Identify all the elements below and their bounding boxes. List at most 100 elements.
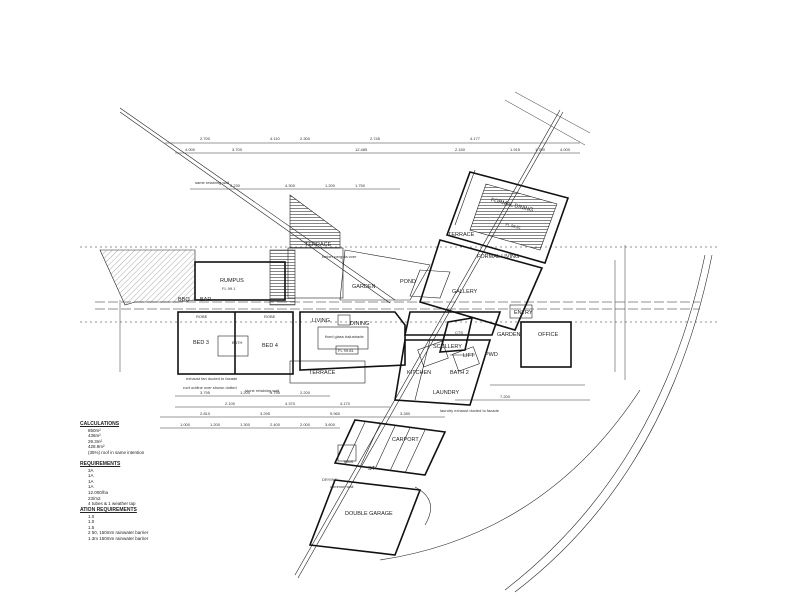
garage — [308, 444, 431, 556]
req-line: 1A — [88, 484, 94, 490]
site-line: 1.0 — [88, 513, 95, 519]
dim-low3-3: 3.280 — [400, 411, 411, 416]
dim-mid-3: 1.750 — [355, 183, 366, 188]
dim-top1-1: 4.110 — [270, 136, 280, 141]
room-bed3: BED 3 — [193, 340, 209, 346]
dimension-lines — [119, 91, 626, 429]
room-lift: LIFT — [463, 353, 475, 359]
rock-garden — [269, 249, 296, 306]
room-formal-living: FORMAL LIVING — [477, 254, 519, 260]
dim-low1-0: 3.795 — [200, 390, 211, 395]
req-line: 4 tubes & 1 weather tap — [88, 501, 136, 507]
west-wing — [177, 247, 366, 384]
dim-low4-1: 1.200 — [210, 422, 221, 427]
note-exhaust-fan: exhaust fan ducted to facade — [186, 376, 238, 381]
dim-low4-2: 1.300 — [240, 422, 251, 427]
dim-mid-1: 4.300 — [285, 183, 296, 188]
room-garden: GARDEN — [352, 284, 376, 290]
level-formal-dining: FL 99.81 — [505, 222, 522, 231]
site-requirements-heading: ATION REQUIREMENTS — [80, 507, 137, 513]
entry-office — [404, 304, 572, 368]
dim-top2-2: 12.485 — [355, 147, 368, 152]
room-robe-b: ROBE — [264, 314, 276, 319]
site-requirements-block: ATION REQUIREMENTS 1.0 1.0 1.5 2 50, 150… — [80, 507, 149, 542]
calc-line: (35%) roof in same intention — [88, 449, 145, 455]
dim-top1-4: 4.177 — [470, 136, 481, 141]
dim-low3-1: 3.295 — [260, 411, 271, 416]
dim-top2-3: 2.150 — [455, 147, 466, 152]
note-laundry-exhaust: laundry exhaust ducted to facade — [440, 408, 500, 413]
note-same-retaining-wall: same retaining wall — [195, 180, 229, 185]
dim-low2-1: 4.370 — [285, 401, 296, 406]
room-kitchen: KITCHEN — [407, 370, 431, 376]
site-line: 1.5 — [88, 524, 95, 530]
calc-line: 428.9m² — [88, 444, 105, 450]
req-line: 23/m2 — [88, 495, 101, 501]
dim-mid-2: 1.200 — [325, 183, 336, 188]
req-line: 3A — [88, 467, 94, 473]
dim-top1-2: 2.300 — [300, 136, 311, 141]
dim-low4-4: 2.000 — [300, 422, 311, 427]
site-line: 1.3m 150mm rainwater barrier — [88, 535, 149, 541]
room-double-garage: DOUBLE GARAGE — [345, 511, 393, 517]
service-block — [394, 317, 492, 406]
room-bbq: BBQ — [178, 297, 190, 303]
stone-retaining-wall — [289, 194, 341, 249]
room-pwd: PWD — [485, 352, 498, 358]
carport — [333, 419, 447, 476]
room-terrace-formal: TERRACE — [448, 232, 475, 238]
room-laundry: LAUNDRY — [433, 390, 460, 396]
room-pond: POND — [400, 279, 416, 285]
requirements-heading: REQUIREMENTS — [80, 461, 121, 467]
room-drying: DRYING — [322, 477, 337, 482]
dim-low1-2: 3.795 — [270, 390, 281, 395]
dim-top1-0: 2.700 — [200, 136, 211, 141]
room-bar: BAR — [200, 297, 211, 303]
dim-low4-3: 2.400 — [270, 422, 281, 427]
slope-hatch — [99, 249, 196, 306]
dim-mid-0: 3.230 — [230, 183, 241, 188]
room-labels: RUMPUS FL 99.1 TERRACE GARDEN POND LIVIN… — [178, 197, 558, 517]
req-line: 12.000/ha — [88, 489, 109, 495]
note-stone-retaining-wall: stone retaining wall — [245, 388, 279, 393]
note-garage-pos: common wall — [330, 484, 353, 489]
note-balcony: fixed glass balustrade — [325, 334, 364, 339]
dim-top2-6: 4.000 — [560, 147, 571, 152]
dim-low1-4: 7.200 — [500, 394, 511, 399]
dim-low2-2: 4.170 — [340, 401, 351, 406]
requirements-block: REQUIREMENTS 3A 1A 1A 1A 12.000/ha 23/m2… — [80, 461, 136, 507]
note-pergola: timber pergola over — [322, 254, 357, 259]
dim-low3-0: 2.810 — [200, 411, 211, 416]
formal-wing — [418, 169, 570, 331]
site-boundary — [119, 107, 713, 593]
dim-low1-1: 1.200 — [240, 390, 251, 395]
dim-low2-0: 2.100 — [225, 401, 236, 406]
living-block — [299, 311, 406, 371]
req-line: 1A — [88, 473, 94, 479]
calc-line: 850m² — [88, 427, 101, 433]
note-roof-outline: roof outline over shown dotted — [183, 385, 237, 390]
room-st: ST — [368, 466, 376, 472]
room-gallery: GALLERY — [452, 289, 478, 295]
room-terrace-upper: TERRACE — [305, 242, 332, 248]
pond-area — [339, 249, 451, 301]
grid-lines — [80, 246, 720, 323]
calc-line: 436m² — [88, 433, 101, 439]
room-bins: BINS — [344, 459, 354, 464]
room-robe-a: ROBE — [196, 314, 208, 319]
site-line: 1.0 — [88, 519, 95, 525]
room-dining: DINING — [350, 321, 369, 327]
dim-top2-5: 1.700 — [535, 147, 546, 152]
room-terrace-lower: TERRACE — [309, 370, 336, 376]
dim-low3-2: 5.960 — [330, 411, 341, 416]
room-carport: CARPORT — [392, 437, 419, 443]
room-bath: BATH — [232, 340, 242, 345]
calc-line: 29.3m² — [88, 438, 103, 444]
room-bath2: BATH 2 — [450, 370, 469, 376]
dim-top2-1: 3.700 — [232, 147, 243, 152]
room-living: LIVING — [312, 318, 330, 324]
room-office: OFFICE — [538, 332, 558, 338]
dim-top1-3: 2.745 — [370, 136, 381, 141]
req-line: 1A — [88, 478, 94, 484]
